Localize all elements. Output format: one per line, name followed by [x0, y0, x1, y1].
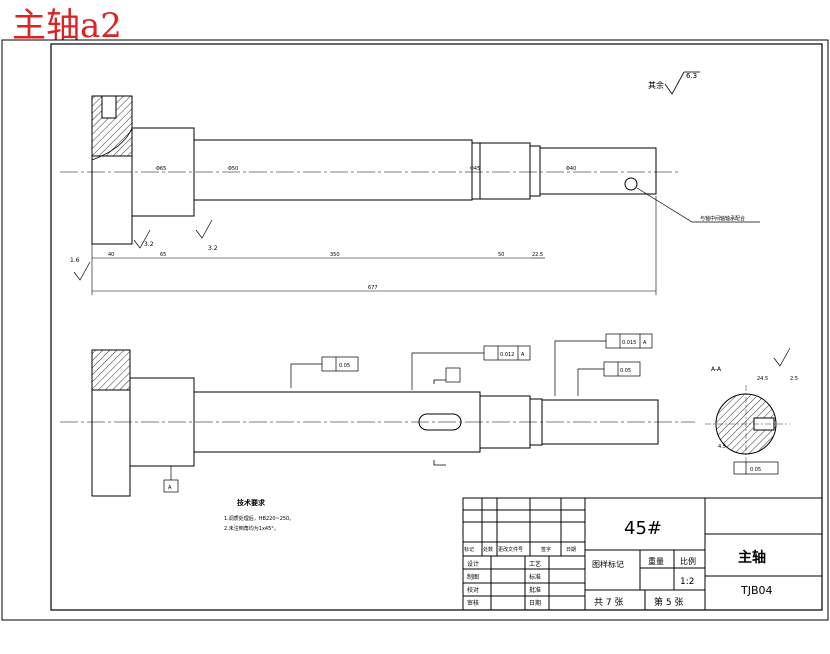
roughness-b: 3.2 [208, 245, 218, 252]
keyway-h: 2.5 [790, 376, 798, 382]
role-draw: 制图 [467, 573, 479, 581]
stage-mark-header: 图样标记 [592, 559, 624, 569]
rev-header-count: 处数 [483, 546, 493, 553]
scale-header: 比例 [680, 556, 696, 566]
gdt-tol-1: 0.05 [339, 363, 350, 369]
role-standard: 标准 [529, 573, 541, 581]
svg-text:6.3: 6.3 [686, 72, 697, 80]
svg-text:其余: 其余 [648, 80, 664, 90]
sheets-total: 共 7 张 [594, 597, 623, 608]
section-view [705, 347, 791, 475]
corner-title: 主轴a2 [12, 6, 122, 46]
role-approve: 批准 [529, 586, 541, 594]
roughness-marks [73, 219, 213, 281]
top-shaft-view: Φ65 Φ50 Φ45 Φ40 [60, 95, 680, 245]
top-dimensions [91, 196, 657, 295]
inner-frame [50, 43, 823, 611]
dim-d3: 22.5 [532, 252, 543, 258]
gdt-tol-3: 0.015 [622, 340, 636, 346]
role-date: 日期 [529, 599, 541, 607]
rev-header-mark: 标记 [464, 546, 474, 553]
svg-text:Φ45: Φ45 [470, 166, 480, 172]
bottom-shaft-view [60, 349, 695, 497]
drawing-no: TJB04 [740, 584, 773, 597]
rev-header-date: 日期 [566, 547, 576, 553]
roughness-a: 3.2 [144, 241, 154, 248]
outer-frame [1, 39, 829, 621]
section-d: 4.5 [718, 444, 726, 450]
roughness-note: 其余 6.3 [648, 71, 700, 95]
svg-text:Φ40: Φ40 [566, 166, 576, 172]
material: 45# [624, 518, 662, 539]
role-process: 工艺 [529, 560, 541, 568]
rev-header-sign: 签字 [541, 546, 551, 553]
spindle-leader [636, 187, 760, 223]
tech-req-2: 2.未注倒角均为1x45°。 [224, 525, 279, 532]
dim-left-flange: 40 [108, 252, 114, 258]
sheet-no: 第 5 张 [654, 596, 683, 608]
gdt-datum-3: A [168, 485, 172, 491]
title-block [462, 497, 823, 611]
section-marks [433, 379, 446, 466]
part-name: 主轴 [738, 549, 766, 566]
dim-main: 350 [330, 252, 340, 258]
roughness-small: 1.6 [70, 257, 80, 264]
gdt-frames [163, 333, 653, 493]
gdt-datum-1: A [521, 352, 525, 358]
spindle-note: 与轴中间轴轴承配合 [700, 215, 745, 222]
dim-overall: 677 [368, 285, 378, 291]
tech-req-1: 1.调质处理后，HB220~250。 [224, 515, 294, 522]
gdt-tol-2: 0.012 [500, 352, 514, 358]
svg-text:Φ65: Φ65 [156, 166, 166, 172]
role-review: 审核 [467, 599, 479, 607]
dim-d2: 50 [498, 252, 504, 258]
role-design: 设计 [467, 560, 479, 568]
weight-header: 重量 [648, 556, 664, 566]
tech-req-title: 技术要求 [237, 498, 266, 507]
rev-header-doc: 更改文件号 [498, 546, 523, 553]
svg-text:Φ50: Φ50 [228, 166, 238, 172]
section-tol: 0.05 [750, 467, 761, 473]
section-label: A-A [711, 366, 722, 373]
gdt-datum-2: A [643, 340, 647, 346]
dim-d1: 65 [160, 252, 166, 258]
keyway-w: 24.5 [757, 376, 768, 382]
gdt-tol-4: 0.05 [620, 368, 631, 374]
role-check: 校对 [467, 586, 479, 594]
scale-value: 1:2 [680, 577, 694, 587]
